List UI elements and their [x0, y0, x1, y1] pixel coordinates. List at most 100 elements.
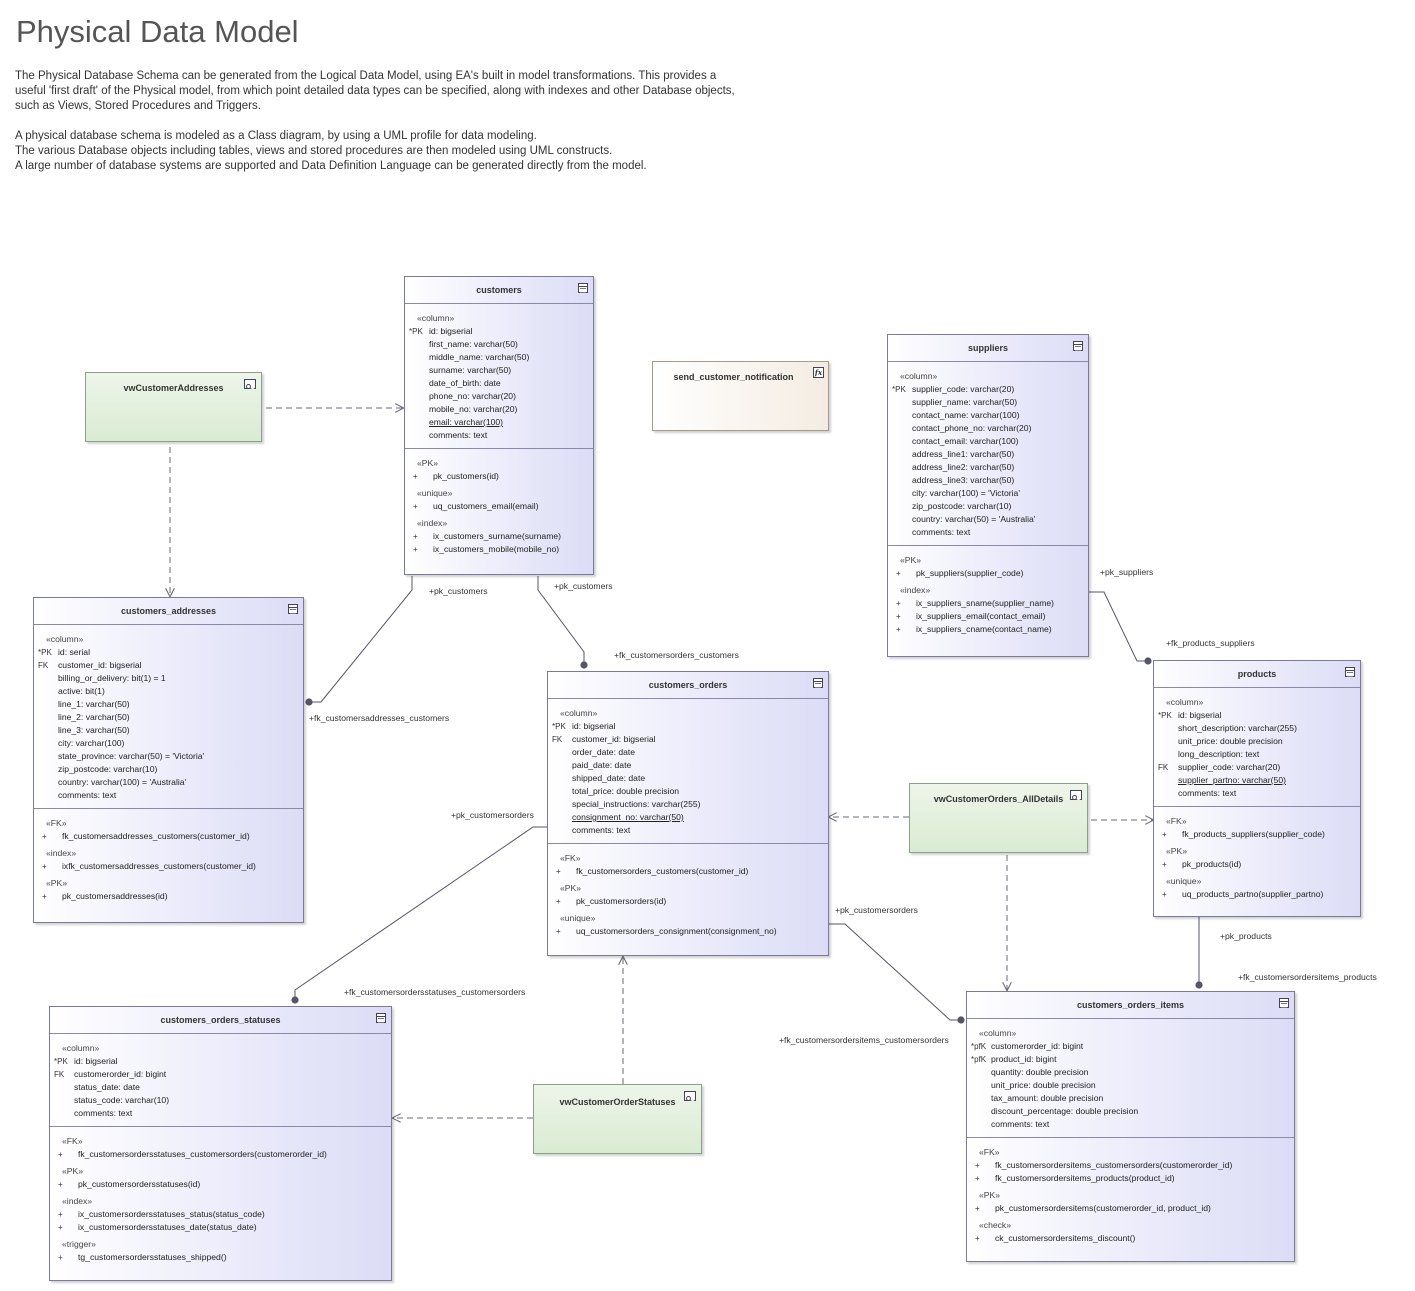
- column-row[interactable]: zip_postcode: varchar(10): [38, 763, 299, 776]
- column-row[interactable]: discount_percentage: double precision: [971, 1105, 1290, 1118]
- column-row[interactable]: comments: text: [552, 824, 824, 837]
- column-row[interactable]: unit_price: double precision: [1158, 735, 1356, 748]
- operation-row[interactable]: +fk_customersordersitems_products(produc…: [971, 1172, 1290, 1185]
- row-text: contact_name: varchar(100): [912, 410, 1020, 420]
- column-row[interactable]: line_3: varchar(50): [38, 724, 299, 737]
- column-row[interactable]: order_date: date: [552, 746, 824, 759]
- operation-row[interactable]: +fk_customersaddresses_customers(custome…: [38, 830, 299, 843]
- column-row[interactable]: billing_or_delivery: bit(1) = 1: [38, 672, 299, 685]
- operation-row[interactable]: +pk_customersordersstatuses(id): [54, 1178, 387, 1191]
- column-row[interactable]: consignment_no: varchar(50): [552, 811, 824, 824]
- column-row[interactable]: comments: text: [38, 789, 299, 802]
- column-row[interactable]: comments: text: [54, 1107, 387, 1120]
- operation-row[interactable]: +ix_customersordersstatuses_date(status_…: [54, 1221, 387, 1234]
- operation-row[interactable]: +uq_customers_email(email): [409, 500, 589, 513]
- operation-row[interactable]: +pk_customers(id): [409, 470, 589, 483]
- column-row[interactable]: state_province: varchar(50) = 'Victoria': [38, 750, 299, 763]
- operation-row[interactable]: +fk_customersordersitems_customersorders…: [971, 1159, 1290, 1172]
- column-row[interactable]: total_price: double precision: [552, 785, 824, 798]
- column-row[interactable]: country: varchar(100) = 'Australia': [38, 776, 299, 789]
- column-row[interactable]: long_description: text: [1158, 748, 1356, 761]
- column-row[interactable]: address_line3: varchar(50): [892, 474, 1084, 487]
- operation-row[interactable]: +fk_customersorders_customers(customer_i…: [552, 865, 824, 878]
- operation-row[interactable]: +ix_customers_mobile(mobile_no): [409, 543, 589, 556]
- column-row[interactable]: comments: text: [409, 429, 589, 442]
- column-row[interactable]: status_code: varchar(10): [54, 1094, 387, 1107]
- operation-row[interactable]: +ix_customersordersstatuses_status(statu…: [54, 1208, 387, 1221]
- column-row[interactable]: quantity: double precision: [971, 1066, 1290, 1079]
- operation-row[interactable]: +ix_suppliers_email(contact_email): [892, 610, 1084, 623]
- column-row[interactable]: address_line1: varchar(50): [892, 448, 1084, 461]
- column-row[interactable]: line_1: varchar(50): [38, 698, 299, 711]
- column-row[interactable]: unit_price: double precision: [971, 1079, 1290, 1092]
- view-vwCustomerOrderStatuses[interactable]: vwCustomerOrderStatuses: [533, 1084, 702, 1154]
- column-row[interactable]: tax_amount: double precision: [971, 1092, 1290, 1105]
- operation-row[interactable]: +uq_products_partno(supplier_partno): [1158, 888, 1356, 901]
- operation-row[interactable]: +ck_customersordersitems_discount(): [971, 1232, 1290, 1245]
- column-row[interactable]: line_2: varchar(50): [38, 711, 299, 724]
- column-row[interactable]: supplier_partno: varchar(50): [1158, 774, 1356, 787]
- column-row[interactable]: middle_name: varchar(50): [409, 351, 589, 364]
- column-row[interactable]: special_instructions: varchar(255): [552, 798, 824, 811]
- operation-row[interactable]: +pk_products(id): [1158, 858, 1356, 871]
- operation-row[interactable]: +pk_customersordersitems(customerorder_i…: [971, 1202, 1290, 1215]
- column-row[interactable]: zip_postcode: varchar(10): [892, 500, 1084, 513]
- column-row[interactable]: comments: text: [1158, 787, 1356, 800]
- column-row[interactable]: contact_name: varchar(100): [892, 409, 1084, 422]
- operation-row[interactable]: +uq_customersorders_consignment(consignm…: [552, 925, 824, 938]
- operation-row[interactable]: +ix_suppliers_sname(supplier_name): [892, 597, 1084, 610]
- column-row[interactable]: comments: text: [971, 1118, 1290, 1131]
- column-row[interactable]: comments: text: [892, 526, 1084, 539]
- column-row[interactable]: first_name: varchar(50): [409, 338, 589, 351]
- column-row[interactable]: surname: varchar(50): [409, 364, 589, 377]
- column-row[interactable]: date_of_birth: date: [409, 377, 589, 390]
- column-row[interactable]: address_line2: varchar(50): [892, 461, 1084, 474]
- view-vwCustomerOrders_AllDetails[interactable]: vwCustomerOrders_AllDetails: [909, 783, 1088, 853]
- column-row[interactable]: country: varchar(50) = 'Australia': [892, 513, 1084, 526]
- operation-row[interactable]: +pk_customersaddresses(id): [38, 890, 299, 903]
- column-row[interactable]: contact_phone_no: varchar(20): [892, 422, 1084, 435]
- operation-row[interactable]: +fk_customersordersstatuses_customersord…: [54, 1148, 387, 1161]
- column-row[interactable]: mobile_no: varchar(20): [409, 403, 589, 416]
- column-row[interactable]: city: varchar(100): [38, 737, 299, 750]
- column-row[interactable]: active: bit(1): [38, 685, 299, 698]
- column-row[interactable]: city: varchar(100) = 'Victoria': [892, 487, 1084, 500]
- operation-row[interactable]: +ix_customers_surname(surname): [409, 530, 589, 543]
- operation-row[interactable]: +ixfk_customersaddresses_customers(custo…: [38, 860, 299, 873]
- operation-row[interactable]: +pk_suppliers(supplier_code): [892, 567, 1084, 580]
- operation-row[interactable]: +pk_customersorders(id): [552, 895, 824, 908]
- procedure-send_customer_notification[interactable]: send_customer_notification fx: [652, 361, 829, 431]
- column-row[interactable]: status_date: date: [54, 1081, 387, 1094]
- row-prefix: +: [58, 1223, 63, 1232]
- column-row[interactable]: phone_no: varchar(20): [409, 390, 589, 403]
- operation-row[interactable]: +fk_products_suppliers(supplier_code): [1158, 828, 1356, 841]
- operation-row[interactable]: +tg_customersordersstatuses_shipped(): [54, 1251, 387, 1264]
- column-row[interactable]: shipped_date: date: [552, 772, 824, 785]
- column-row[interactable]: contact_email: varchar(100): [892, 435, 1084, 448]
- operation-row[interactable]: +ix_suppliers_cname(contact_name): [892, 623, 1084, 636]
- view-vwCustomerAddresses[interactable]: vwCustomerAddresses: [85, 372, 262, 442]
- column-row[interactable]: supplier_name: varchar(50): [892, 396, 1084, 409]
- column-row[interactable]: email: varchar(100): [409, 416, 589, 429]
- column-row[interactable]: short_description: varchar(255): [1158, 722, 1356, 735]
- column-row[interactable]: paid_date: date: [552, 759, 824, 772]
